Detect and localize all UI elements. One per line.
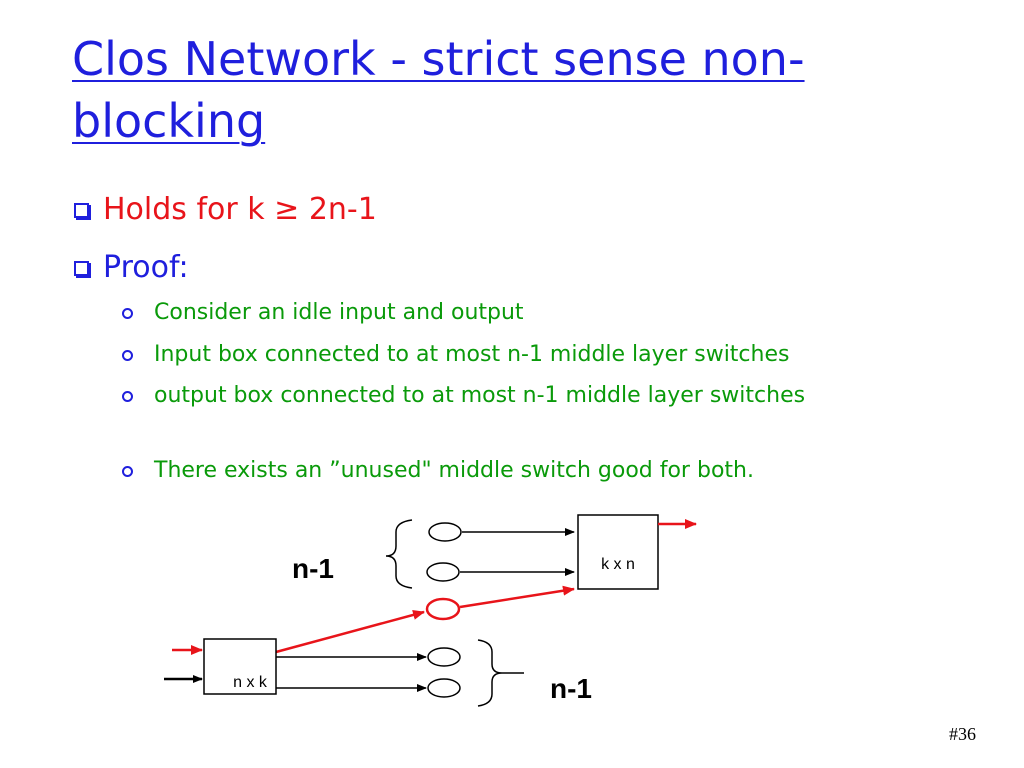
sub-bullet-4-text: There exists an ”unused" middle switch g… xyxy=(154,458,754,483)
red-link-input-to-middle xyxy=(275,610,425,654)
sub-bullet-4: There exists an ”unused" middle switch g… xyxy=(122,454,922,488)
sub-bullet-1: Consider an idle input and output xyxy=(122,296,922,330)
bullet-proof: Proof: xyxy=(74,250,189,286)
square-bullet-icon xyxy=(74,202,89,218)
bullet-proof-text: Proof: xyxy=(103,250,189,285)
middle-switch-top-2 xyxy=(426,562,460,582)
sub-bullet-2-text: Input box connected to at most n-1 middl… xyxy=(154,342,790,367)
middle-switch-top-1 xyxy=(428,522,462,542)
top-left-brace xyxy=(385,519,413,589)
output-box-label: k x n xyxy=(601,556,635,573)
output-box xyxy=(577,514,659,590)
input-box xyxy=(203,638,277,695)
bottom-brace-label: n-1 xyxy=(550,673,592,704)
sub-bullet-2: Input box connected to at most n-1 middl… xyxy=(122,338,922,372)
page-number: #36 xyxy=(949,724,976,744)
sub-bullet-1-text: Consider an idle input and output xyxy=(154,300,524,325)
bullet-holds-for-text: Holds for k ≥ 2n-1 xyxy=(103,192,377,227)
circle-bullet-icon xyxy=(122,308,133,319)
red-link-middle-to-output xyxy=(459,585,575,609)
unused-middle-switch xyxy=(425,597,461,621)
sub-bullet-3-text: output box connected to at most n-1 midd… xyxy=(154,383,806,408)
middle-switch-bottom-2 xyxy=(427,678,461,698)
middle-switch-bottom-1 xyxy=(427,647,461,667)
bullet-holds-for: Holds for k ≥ 2n-1 xyxy=(74,192,377,228)
circle-bullet-icon xyxy=(122,391,133,402)
slide-title: Clos Network - strict sense non-blocking xyxy=(72,32,805,148)
input-box-label: n x k xyxy=(233,674,268,691)
top-brace-label: n-1 xyxy=(292,553,334,584)
circle-bullet-icon xyxy=(122,466,133,477)
sub-bullet-3: output box connected to at most n-1 midd… xyxy=(122,379,842,413)
bottom-right-brace xyxy=(477,639,524,707)
square-bullet-icon xyxy=(74,260,89,276)
circle-bullet-icon xyxy=(122,350,133,361)
